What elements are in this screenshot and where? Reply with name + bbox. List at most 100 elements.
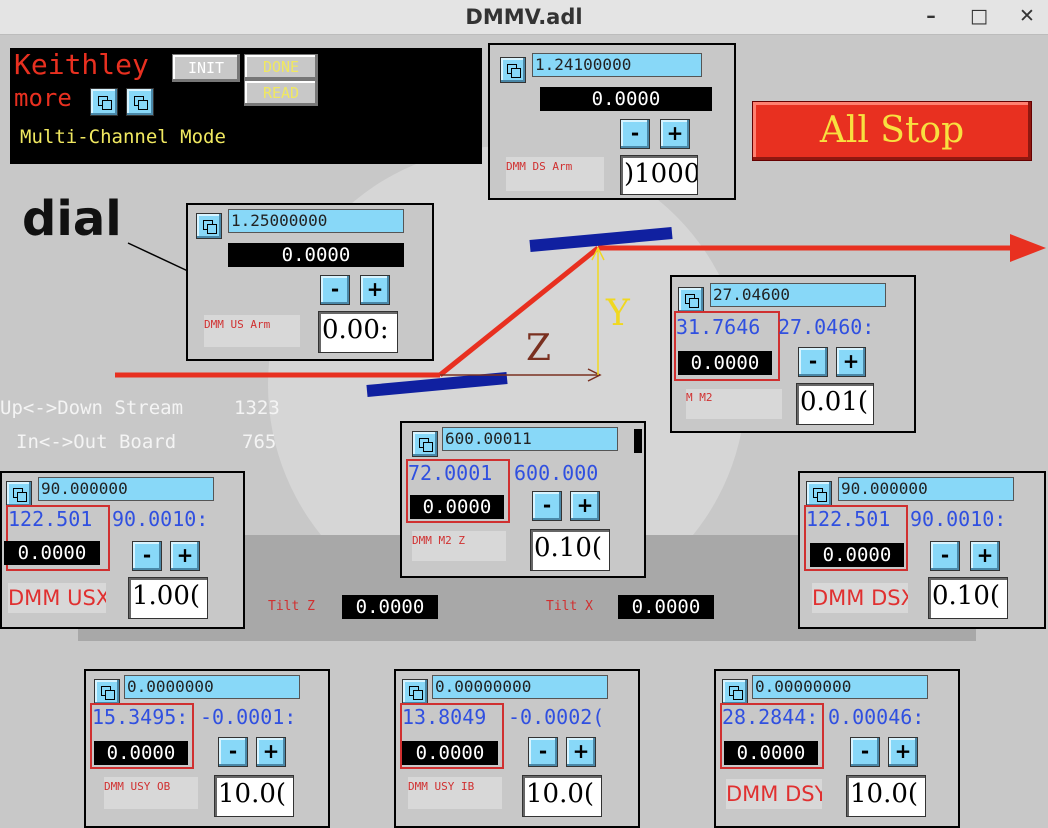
- motor-usy-ib: 0.00000000 13.8049 -0.0002( 0.0000 - + D…: [394, 669, 640, 828]
- tweak-step-input[interactable]: 0.10(: [530, 529, 610, 571]
- raw-readback-box: [406, 459, 510, 523]
- drive-input[interactable]: 1.24100000: [532, 53, 702, 77]
- y-axis-label: Y: [606, 293, 630, 334]
- drive-input[interactable]: 90.000000: [838, 477, 1014, 501]
- drive-input[interactable]: 0.00000000: [432, 675, 608, 699]
- tweak-minus-button[interactable]: -: [850, 737, 880, 767]
- tweak-plus-button[interactable]: +: [660, 119, 690, 149]
- tweak-minus-button[interactable]: -: [528, 737, 558, 767]
- related-display-button[interactable]: [806, 481, 832, 507]
- raw-readback-box: [674, 311, 780, 381]
- more-related-display-2[interactable]: [126, 88, 154, 116]
- tweak-step-input[interactable]: 1.00(: [128, 577, 208, 619]
- beam-diagonal: [438, 246, 600, 377]
- tweak-minus-button[interactable]: -: [930, 541, 960, 571]
- init-button[interactable]: INIT: [172, 54, 240, 82]
- tweak-step-input[interactable]: 10.0(: [214, 775, 294, 817]
- drive-input[interactable]: 90.000000: [38, 477, 214, 501]
- dial-pointer-line: [127, 242, 191, 273]
- motor-label: DMM M2 Z: [412, 531, 506, 561]
- user-value: 27.0460:: [778, 315, 875, 339]
- related-display-button[interactable]: [6, 481, 32, 507]
- tweak-step-input[interactable]: 0.10(: [928, 577, 1008, 619]
- tilt-x-label: Tilt X: [546, 599, 593, 614]
- related-display-icon: [507, 64, 521, 78]
- raw-readback-box: [90, 703, 194, 769]
- related-display-button[interactable]: [500, 57, 526, 83]
- tweak-plus-button[interactable]: +: [570, 491, 600, 521]
- mirror-2: [529, 227, 673, 252]
- raw-value: 13.8049: [402, 705, 487, 729]
- all-stop-button[interactable]: All Stop: [752, 101, 1032, 161]
- related-display-icon: [729, 686, 743, 700]
- drive-input[interactable]: 600.00011: [442, 427, 618, 451]
- more-related-display-1[interactable]: [90, 88, 118, 116]
- tweak-plus-button[interactable]: +: [836, 347, 866, 377]
- updown-label: Up<->Down Stream: [0, 397, 184, 419]
- y-arrow-icon: [591, 246, 605, 261]
- tweak-plus-button[interactable]: +: [256, 737, 286, 767]
- done-button[interactable]: DONE: [244, 54, 318, 80]
- updown-value: 1323: [234, 397, 280, 419]
- minimize-button[interactable]: –: [926, 5, 936, 27]
- window-title: DMMV.adl: [465, 5, 583, 29]
- tweak-plus-button[interactable]: +: [970, 541, 1000, 571]
- motor-dsy: 0.00000000 28.2844: 0.00046: 0.0000 - + …: [714, 669, 960, 828]
- readback-value: 0.0000: [678, 351, 772, 375]
- tweak-step-input[interactable]: 0.01(: [796, 383, 874, 425]
- tweak-plus-button[interactable]: +: [566, 737, 596, 767]
- readback-value: 0.0000: [402, 741, 498, 765]
- tweak-step-input[interactable]: 10.0(: [522, 775, 602, 817]
- raw-value: 72.0001: [408, 461, 493, 485]
- related-display-button[interactable]: [722, 679, 748, 705]
- maximize-button[interactable]: □: [970, 5, 988, 27]
- tweak-plus-button[interactable]: +: [360, 275, 390, 305]
- motor-us-arm: 1.25000000 0.0000 - + DMM US Arm 0.00:: [186, 203, 434, 361]
- motor-label: DMM US Arm: [204, 315, 300, 347]
- user-value: -0.0002(: [508, 705, 605, 729]
- adl-canvas: Z Y dial Keithley more INIT DONE READ Mu…: [0, 35, 1048, 828]
- read-button[interactable]: READ: [244, 80, 318, 106]
- tweak-minus-button[interactable]: -: [532, 491, 562, 521]
- readback-value: 0.0000: [228, 243, 404, 267]
- tweak-step-input[interactable]: 10.0(: [846, 775, 926, 817]
- related-display-button[interactable]: [412, 431, 438, 457]
- readback-value: 0.0000: [410, 495, 504, 519]
- motor-label: M M2: [686, 389, 782, 419]
- related-display-icon: [813, 488, 827, 502]
- related-display-button[interactable]: [94, 679, 120, 705]
- motor-usx: 90.000000 122.501 90.0010: 0.0000 - + DM…: [0, 471, 245, 629]
- drive-input[interactable]: 1.25000000: [228, 209, 404, 233]
- tweak-step-input[interactable]: 0.00:: [318, 311, 398, 353]
- readback-value: 0.0000: [4, 541, 100, 565]
- tweak-plus-button[interactable]: +: [170, 541, 200, 571]
- motor-ds-arm: 1.24100000 0.0000 - + DMM DS Arm )1000: [488, 43, 736, 200]
- z-arrow-icon: [587, 368, 602, 382]
- related-display-icon: [13, 488, 27, 502]
- related-display-button[interactable]: [678, 287, 704, 313]
- inout-value: 765: [242, 431, 277, 453]
- tweak-minus-button[interactable]: -: [320, 275, 350, 305]
- drive-input[interactable]: 0.00000000: [752, 675, 928, 699]
- tweak-minus-button[interactable]: -: [798, 347, 828, 377]
- drive-input[interactable]: 0.0000000: [124, 675, 300, 699]
- related-display-icon: [101, 686, 115, 700]
- related-display-button[interactable]: [196, 213, 222, 239]
- related-display-button[interactable]: [402, 679, 428, 705]
- tweak-minus-button[interactable]: -: [218, 737, 248, 767]
- tweak-minus-button[interactable]: -: [620, 119, 650, 149]
- motor-label: DMM DS Arm: [506, 157, 604, 191]
- drive-input[interactable]: 27.04600: [710, 283, 886, 307]
- motor-m2-z: 600.00011 72.0001 600.000 0.0000 - + DMM…: [400, 421, 646, 578]
- close-button[interactable]: ✕: [1019, 5, 1035, 27]
- readback-value: 0.0000: [540, 87, 712, 111]
- tweak-step-input[interactable]: )1000: [620, 155, 698, 195]
- tweak-plus-button[interactable]: +: [888, 737, 918, 767]
- inout-label: In<->Out Board: [16, 431, 177, 453]
- user-value: 0.00046:: [828, 705, 925, 729]
- beam-arrow-icon: [1010, 234, 1046, 262]
- dial-annotation: dial: [22, 191, 122, 247]
- tweak-minus-button[interactable]: -: [132, 541, 162, 571]
- related-display-icon: [134, 96, 148, 110]
- raw-value: 15.3495:: [92, 705, 189, 729]
